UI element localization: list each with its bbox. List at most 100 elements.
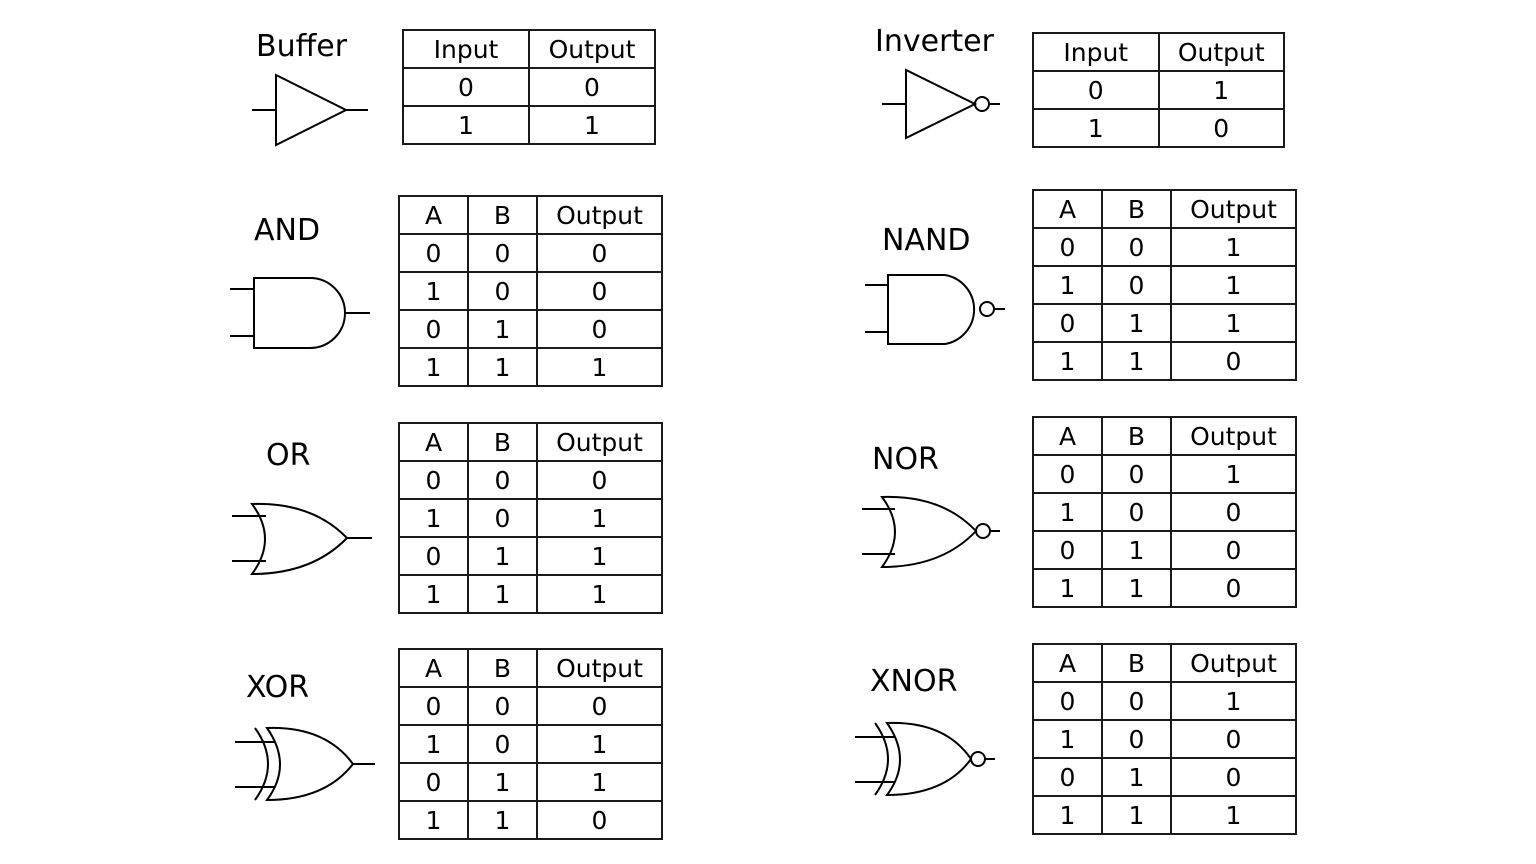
table-cell: 1: [1170, 681, 1297, 721]
table-cell: 0: [1170, 568, 1297, 608]
table-cell: 0: [536, 309, 663, 349]
or-title: OR: [266, 438, 311, 473]
column-header: Output: [528, 29, 656, 69]
column-header: B: [467, 422, 538, 462]
table-cell: 0: [1170, 492, 1297, 532]
table-cell: 1: [1032, 108, 1160, 148]
table-cell: 1: [467, 347, 538, 387]
xnor-truth-table: A B Output 0 0 1 1 0 0 0 1 0 1 1 1: [1032, 643, 1297, 835]
column-header: A: [1032, 643, 1103, 683]
table-cell: 0: [467, 233, 538, 273]
table-cell: 1: [1101, 303, 1172, 343]
buffer-title: Buffer: [256, 29, 348, 64]
column-header: Output: [536, 648, 663, 688]
xor-gate-icon: [235, 726, 375, 802]
column-header: Output: [536, 422, 663, 462]
table-cell: 0: [1101, 454, 1172, 494]
table-cell: 0: [467, 271, 538, 311]
column-header: Output: [1170, 643, 1297, 683]
table-cell: 0: [398, 460, 469, 500]
column-header: A: [1032, 189, 1103, 229]
table-cell: 1: [1032, 492, 1103, 532]
table-cell: 0: [1032, 681, 1103, 721]
nor-truth-table: A B Output 0 0 1 1 0 0 0 1 0 1 1 0: [1032, 416, 1297, 608]
table-cell: 1: [467, 309, 538, 349]
column-header: B: [467, 648, 538, 688]
table-cell: 1: [528, 105, 656, 145]
table-cell: 1: [536, 574, 663, 614]
table-cell: 0: [467, 686, 538, 726]
table-cell: 0: [536, 686, 663, 726]
table-cell: 0: [467, 498, 538, 538]
and-title: AND: [254, 213, 321, 248]
nand-title: NAND: [882, 223, 971, 258]
table-cell: 0: [536, 460, 663, 500]
table-cell: 0: [398, 536, 469, 576]
table-cell: 1: [398, 347, 469, 387]
table-cell: 1: [1101, 795, 1172, 835]
or-gate-icon: [232, 502, 372, 576]
table-cell: 1: [467, 536, 538, 576]
table-cell: 0: [536, 233, 663, 273]
column-header: B: [467, 195, 538, 235]
table-cell: 1: [536, 762, 663, 802]
table-cell: 1: [398, 800, 469, 840]
not-gate-icon: [882, 68, 1000, 140]
column-header: B: [1101, 643, 1172, 683]
table-cell: 0: [1170, 530, 1297, 570]
table-cell: 0: [1032, 303, 1103, 343]
table-cell: 0: [1032, 530, 1103, 570]
table-cell: 1: [1101, 530, 1172, 570]
table-cell: 1: [1101, 757, 1172, 797]
inverter-title: Inverter: [875, 24, 994, 59]
column-header: Input: [1032, 32, 1160, 72]
table-cell: 1: [1032, 795, 1103, 835]
nor-title: NOR: [872, 442, 939, 477]
table-cell: 1: [536, 536, 663, 576]
table-cell: 0: [398, 309, 469, 349]
table-cell: 0: [1032, 70, 1160, 110]
table-cell: 0: [1101, 227, 1172, 267]
table-cell: 0: [1032, 227, 1103, 267]
table-cell: 0: [467, 724, 538, 764]
table-cell: 1: [1157, 70, 1285, 110]
table-cell: 0: [1101, 265, 1172, 305]
table-cell: 1: [398, 271, 469, 311]
column-header: A: [398, 648, 469, 688]
table-cell: 0: [1157, 108, 1285, 148]
table-cell: 1: [1170, 303, 1297, 343]
and-truth-table: A B Output 0 0 0 1 0 0 0 1 0 1 1 1: [398, 195, 663, 387]
nand-gate-icon: [865, 274, 1005, 345]
table-cell: 0: [1032, 454, 1103, 494]
table-cell: 1: [1032, 719, 1103, 759]
column-header: Input: [402, 29, 530, 69]
table-cell: 1: [1032, 341, 1103, 381]
table-cell: 0: [536, 800, 663, 840]
column-header: B: [1101, 189, 1172, 229]
buffer-truth-table: Input Output 0 0 1 1: [402, 29, 656, 145]
table-cell: 1: [398, 724, 469, 764]
inverter-truth-table: Input Output 0 1 1 0: [1032, 32, 1285, 148]
xnor-gate-icon: [855, 721, 995, 797]
column-header: Output: [1170, 416, 1297, 456]
table-cell: 1: [536, 347, 663, 387]
table-cell: 0: [467, 460, 538, 500]
table-cell: 0: [1032, 757, 1103, 797]
table-cell: 1: [1170, 227, 1297, 267]
table-cell: 1: [467, 800, 538, 840]
table-cell: 0: [536, 271, 663, 311]
nand-truth-table: A B Output 0 0 1 1 0 1 0 1 1 1 1 0: [1032, 189, 1297, 381]
xnor-title: XNOR: [870, 664, 958, 699]
table-cell: 0: [1101, 492, 1172, 532]
column-header: A: [398, 422, 469, 462]
table-cell: 1: [1170, 454, 1297, 494]
table-cell: 1: [1032, 265, 1103, 305]
table-cell: 0: [528, 67, 656, 107]
column-header: B: [1101, 416, 1172, 456]
table-cell: 0: [1170, 719, 1297, 759]
column-header: A: [1032, 416, 1103, 456]
and-gate-icon: [230, 277, 370, 349]
table-cell: 1: [402, 105, 530, 145]
table-cell: 1: [398, 498, 469, 538]
table-cell: 0: [398, 233, 469, 273]
